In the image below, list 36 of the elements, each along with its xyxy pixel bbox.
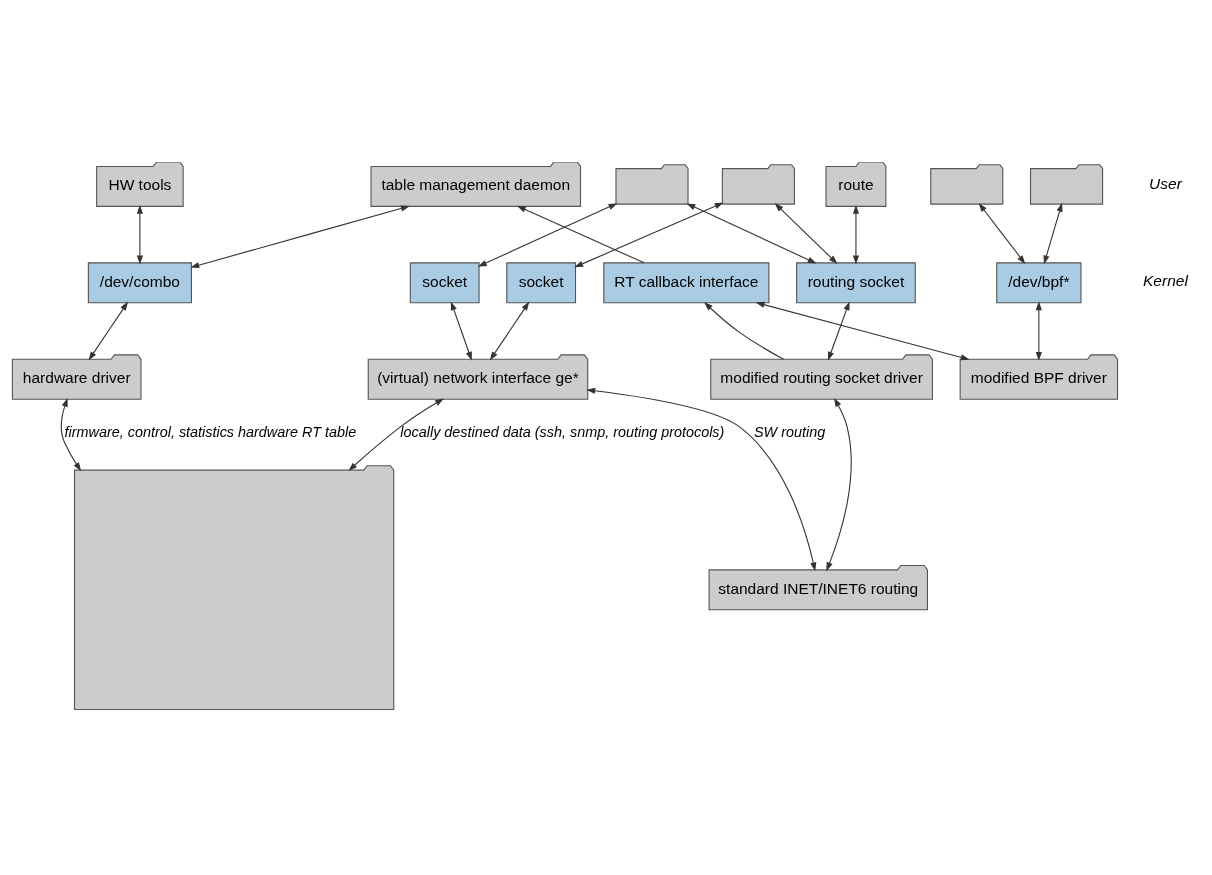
arrow bbox=[477, 202, 618, 267]
arrow bbox=[1043, 202, 1063, 264]
node-box: /dev/bpf* bbox=[996, 261, 1082, 303]
node-folder bbox=[930, 163, 1004, 205]
arrow bbox=[826, 397, 852, 571]
node-folder bbox=[615, 163, 689, 205]
arrow bbox=[450, 300, 472, 361]
node-box: RT callback interface bbox=[603, 261, 770, 303]
arrow bbox=[348, 398, 444, 471]
arrow bbox=[755, 301, 970, 360]
label: User bbox=[1149, 174, 1182, 192]
node-folder bbox=[721, 163, 795, 205]
node-box: routing socket bbox=[796, 261, 916, 303]
arrow bbox=[978, 202, 1026, 264]
edge-label: firmware, control, statistics hardware RT table bbox=[64, 423, 357, 440]
node-box: socket bbox=[506, 261, 577, 303]
arrow bbox=[852, 204, 860, 264]
edge-label: locally destined data (ssh, snmp, routing protocols) bbox=[400, 423, 725, 440]
arrow bbox=[827, 300, 850, 361]
arrow bbox=[574, 202, 724, 267]
arrow bbox=[774, 202, 838, 264]
arrow bbox=[686, 202, 817, 264]
arrow bbox=[1035, 300, 1042, 361]
arrow bbox=[489, 301, 530, 360]
arrow bbox=[704, 301, 785, 360]
arrow bbox=[60, 397, 82, 471]
arrow bbox=[136, 204, 143, 264]
label: Kernel bbox=[1143, 271, 1188, 289]
arrow bbox=[516, 205, 645, 263]
arrow bbox=[190, 204, 410, 268]
arrow bbox=[88, 301, 129, 360]
node-box: socket bbox=[409, 261, 480, 303]
edge-label: SW routing bbox=[753, 423, 826, 440]
node-box: /dev/combo bbox=[87, 261, 192, 303]
arrow bbox=[586, 387, 817, 571]
node-folder bbox=[1029, 163, 1104, 205]
